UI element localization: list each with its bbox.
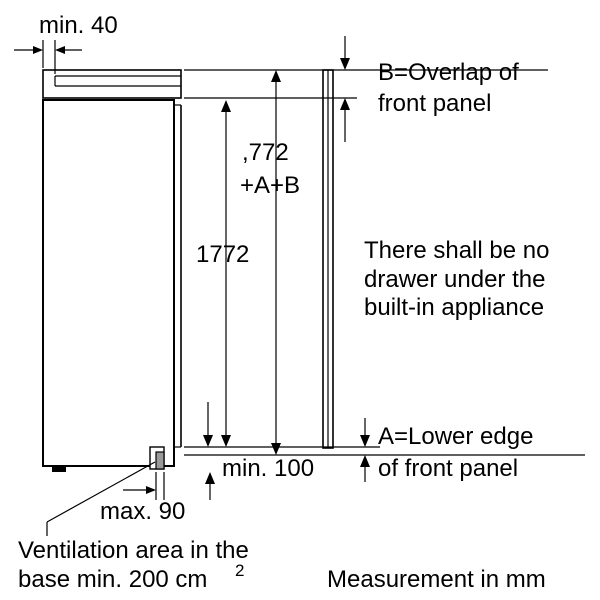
measurement-unit-note: Measurement in mm: [327, 566, 546, 593]
dimension-772-label: ,772: [242, 139, 289, 166]
cabinet-top: [42, 69, 182, 99]
min-100-arrow: [203, 402, 213, 447]
overlap-b-label-line2: front panel: [378, 90, 491, 117]
extension-lines: [184, 69, 585, 456]
dimension-1772: [221, 100, 231, 447]
lower-edge-a-arrows: [360, 418, 370, 482]
lower-edge-label-line2: of front panel: [378, 455, 518, 482]
note-line2: drawer under the: [364, 266, 545, 293]
min-100-label: min. 100: [222, 455, 314, 482]
overlap-b-label-line1: B=Overlap of: [378, 59, 519, 86]
front-panel: [322, 69, 334, 449]
note-line3: built-in appliance: [364, 294, 544, 321]
dimension-1772-label: 1772: [196, 241, 249, 268]
ventilation-area: [155, 451, 165, 470]
min-40-dimension: [14, 40, 82, 74]
ventilation-label-line1: Ventilation area in the: [18, 537, 249, 564]
ventilation-leader: [46, 461, 156, 523]
plinth: [149, 446, 165, 470]
dimension-772-ab: [271, 70, 281, 455]
max-90-dimension: [123, 472, 215, 500]
ventilation-unit-superscript: 2: [235, 561, 244, 580]
dimension-ab-label: +A+B: [240, 172, 300, 199]
note-line1: There shall be no: [364, 237, 549, 264]
min-40-label: min. 40: [39, 12, 118, 39]
lower-edge-label-line1: A=Lower edge: [378, 423, 533, 450]
max-90-label: max. 90: [100, 498, 185, 525]
overlap-b-arrows: [340, 36, 350, 142]
appliance-body: [42, 99, 182, 472]
ventilation-label-line2: base min. 200 cm: [18, 566, 207, 593]
